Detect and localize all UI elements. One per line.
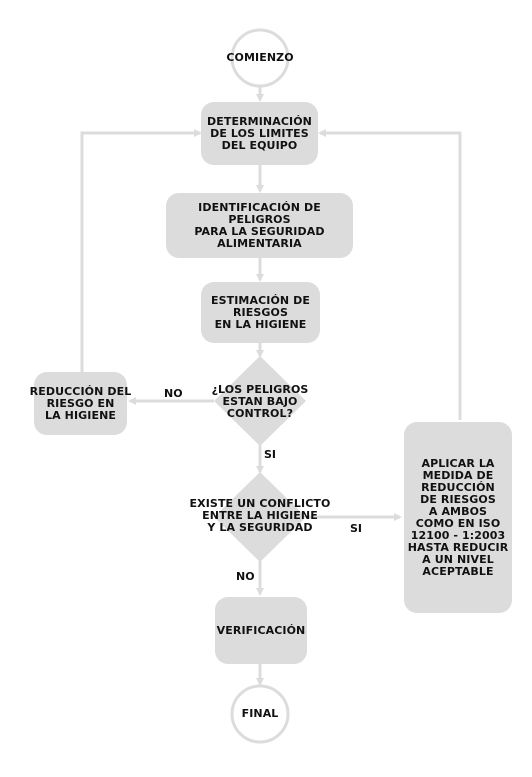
conflict-decision-label: EXISTE UN CONFLICTO ENTRE LA HIGIENE Y L…	[189, 497, 331, 534]
control-no-label: NO	[164, 387, 183, 400]
conflict-si-label: SI	[350, 522, 363, 535]
limits-node-shape	[201, 102, 318, 165]
end-node-shape	[230, 684, 290, 744]
reduction-node-label: REDUCCIÓN DEL RIESGO EN LA HIGIENE	[29, 384, 132, 422]
conflict-no-label: NO	[236, 570, 255, 583]
edge-reduction-to-limits	[80, 129, 202, 372]
control-decision-label: ¿LOS PELIGROS ESTAN BAJO CONTROL?	[211, 383, 309, 420]
estimation-node-shape	[201, 282, 320, 343]
apply-node-shape	[404, 422, 512, 613]
edge-apply-to-limits	[318, 129, 462, 420]
start-node-label: COMIENZO	[226, 51, 294, 64]
connectors	[80, 82, 462, 686]
end-node-label: FINAL	[241, 707, 279, 720]
hazards-node-label: IDENTIFICACIÓN DE PELIGROS PARA LA SEGUR…	[194, 200, 325, 250]
conflict-decision-shape	[214, 472, 306, 562]
estimation-node-label: ESTIMACIÓN DE RIESGOS EN LA HIGIENE	[211, 293, 310, 331]
shapes	[34, 28, 512, 744]
apply-node-label: APLICAR LA MEDIDA DE REDUCCIÓN DE RIESGO…	[407, 456, 509, 578]
verification-node-label: VERIFICACIÓN	[216, 623, 306, 637]
start-node-shape	[230, 28, 290, 88]
reduction-node-shape	[34, 372, 127, 435]
limits-node-label: DETERMINACIÓN DE LOS LIMITES DEL EQUIPO	[207, 114, 312, 152]
control-decision-shape	[214, 356, 306, 446]
verification-node-shape	[215, 597, 307, 664]
hazards-node-shape	[166, 193, 353, 258]
control-si-label: SI	[264, 448, 277, 461]
